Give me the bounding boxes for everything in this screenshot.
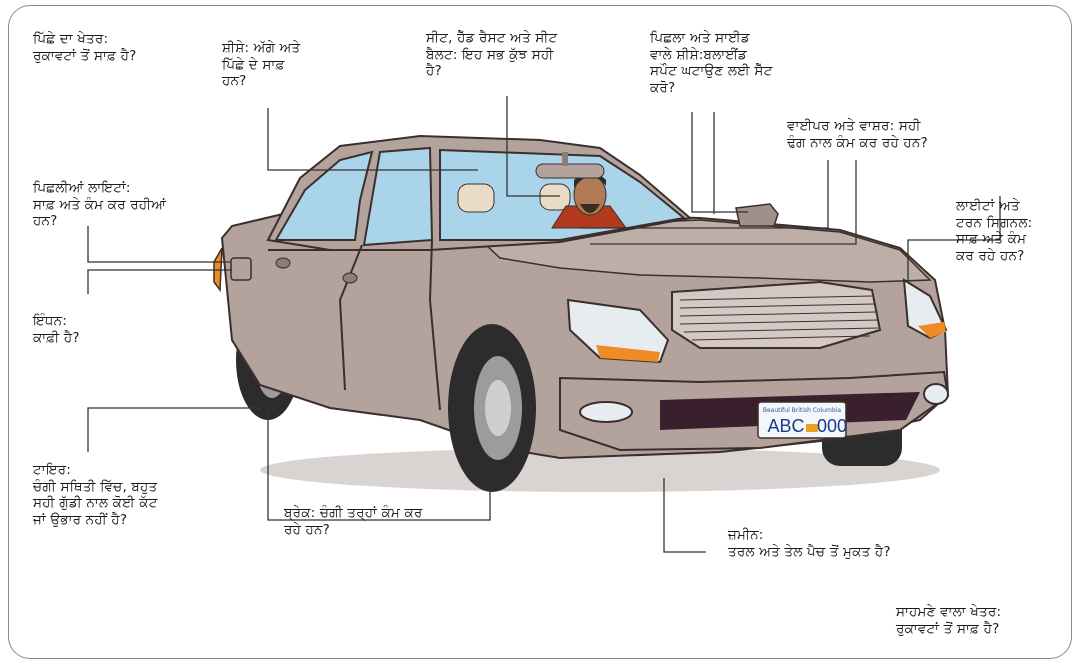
- label-wipers: ਵਾਈਪਰ ਅਤੇ ਵਾਸ਼ਰ: ਸਹੀ ਢੰਗ ਨਾਲ ਕੰਮ ਕਰ ਰਹੇ …: [787, 118, 928, 151]
- headlight-left: [566, 298, 670, 364]
- door-handle: [275, 257, 291, 269]
- plate-number: ABC: [767, 416, 804, 436]
- label-brakes: ਬ੍ਰੇਕ: ਚੰਗੀ ਤਰ੍ਹਾਂ ਕੰਮ ਕਰ ਰਹੇ ਹਨ?: [284, 505, 422, 538]
- headrest: [457, 183, 495, 213]
- rearview-mirror: [535, 163, 605, 179]
- label-line: ਸਪੌਟ ਘਟਾਉਣ ਲਈ ਸੈੱਟ: [650, 63, 773, 79]
- label-line: ਸ਼ੀਸ਼ੇ: ਅੱਗੇ ਅਤੇ: [222, 40, 301, 56]
- label-front-area: ਸਾਹਮਣੇ ਵਾਲਾ ਖੇਤਰ: ਰੁਕਾਵਟਾਂ ਤੋਂ ਸਾਫ਼ ਹੈ?: [896, 604, 1001, 637]
- label-fuel: ਇੰਧਨ: ਕਾਫ਼ੀ ਹੈ?: [33, 313, 80, 346]
- label-line: ਟਾਇਰ:: [33, 462, 71, 478]
- label-line: ਜ਼ਮੀਨ:: [728, 527, 764, 543]
- label-line: ਸੀਟ, ਹੈੱਡ ਰੈਸਟ ਅਤੇ ਸੀਟ: [426, 30, 558, 46]
- headlight-right: [902, 278, 948, 340]
- label-windows: ਸ਼ੀਸ਼ੇ: ਅੱਗੇ ਅਤੇ ਪਿੱਛੇ ਦੇ ਸਾਫ਼ ਹਨ?: [222, 40, 300, 90]
- fog-light: [923, 383, 949, 405]
- label-line: ਸਾਫ਼ ਅਤੇ ਕੰਮ: [956, 231, 1027, 247]
- label-line: ਇੰਧਨ:: [33, 313, 68, 329]
- label-line: ਰੁਕਾਵਟਾਂ ਤੋਂ ਸਾਫ਼ ਹੈ?: [33, 47, 137, 64]
- label-ground: ਜ਼ਮੀਨ: ਤਰਲ ਅਤੇ ਤੇਲ ਪੈਚ ਤੋਂ ਮੁਕਤ ਹੈ?: [728, 527, 891, 560]
- label-line: ਵਾਲੇ ਸ਼ੀਸ਼ੇ:ਬਲਾਈਂਡ: [650, 46, 748, 63]
- label-line: ਬੈਲਟ: ਇਹ ਸਭ ਕੁੱਝ ਸਹੀ: [426, 46, 554, 63]
- label-line: ਲਾਈਟਾਂ ਅਤੇ: [956, 198, 1020, 214]
- label-line: ਟਰਨ ਸਿਗਨਲ:: [956, 214, 1033, 231]
- rear-side-window: [274, 150, 374, 241]
- label-tires: ਟਾਇਰ: ਚੰਗੀ ਸਥਿਤੀ ਵਿੱਚ, ਬਹੁਤ ਸਹੀ ਗੁੱਡੀ ਨਾ…: [33, 462, 158, 528]
- plate-emblem: [806, 424, 818, 432]
- label-line: ਢੰਗ ਨਾਲ ਕੰਮ ਕਰ ਰਹੇ ਹਨ?: [787, 134, 928, 151]
- label-line: ਕਰ ਰਹੇ ਹਨ?: [956, 247, 1025, 264]
- side-mirror: [735, 203, 779, 227]
- label-line: ਚੰਗੀ ਸਥਿਤੀ ਵਿੱਚ, ਬਹੁਤ: [33, 478, 158, 495]
- label-line: ਰਹੇ ਹਨ?: [284, 521, 331, 538]
- label-rear-area: ਪਿੱਛੇ ਦਾ ਖੇਤਰ: ਰੁਕਾਵਟਾਂ ਤੋਂ ਸਾਫ਼ ਹੈ?: [33, 31, 136, 64]
- label-line: ਪਿੱਛੇ ਦਾ ਖੇਤਰ:: [33, 31, 109, 47]
- fuel-door: [230, 257, 252, 281]
- rear-light: [213, 247, 223, 293]
- label-line: ਹਨ?: [33, 213, 58, 229]
- leader-lines: [87, 96, 1001, 553]
- label-line: ਸਹੀ ਗੁੱਡੀ ਨਾਲ ਕੋਈ ਕੱਟ: [33, 495, 158, 511]
- label-line: ਜਾਂ ਉਭਾਰ ਨਹੀਂ ਹੈ?: [33, 511, 128, 528]
- plate-number-end: 000: [817, 416, 847, 436]
- label-line: ਸਾਫ਼ ਅਤੇ ਕੰਮ ਕਰ ਰਹੀਆਂ: [33, 196, 167, 213]
- label-line: ਪਿਛਲਾ ਅਤੇ ਸਾਈਡ: [650, 30, 750, 46]
- label-line: ਬ੍ਰੇਕ: ਚੰਗੀ ਤਰ੍ਹਾਂ ਕੰਮ ਕਰ: [284, 505, 423, 521]
- label-line: ਸਾਹਮਣੇ ਵਾਲਾ ਖੇਤਰ:: [896, 604, 1002, 620]
- label-rear-lights: ਪਿਛਲੀਆਂ ਲਾਇਟਾਂ: ਸਾਫ਼ ਅਤੇ ਕੰਮ ਕਰ ਰਹੀਆਂ ਹਨ…: [33, 180, 166, 230]
- label-seat: ਸੀਟ, ਹੈੱਡ ਰੈਸਟ ਅਤੇ ਸੀਟ ਬੈਲਟ: ਇਹ ਸਭ ਕੁੱਝ …: [426, 30, 557, 80]
- label-line: ਕਾਫ਼ੀ ਹੈ?: [33, 329, 80, 346]
- grille: [671, 280, 882, 349]
- label-line: ਵਾਈਪਰ ਅਤੇ ਵਾਸ਼ਰ: ਸਹੀ: [787, 118, 921, 134]
- label-line: ਕਰੋ?: [650, 79, 676, 96]
- door-lines: [268, 239, 441, 411]
- label-line: ਪਿਛਲੀਆਂ ਲਾਇਟਾਂ:: [33, 180, 131, 196]
- label-line: ਤਰਲ ਅਤੇ ਤੇਲ ਪੈਚ ਤੋਂ ਮੁਕਤ ਹੈ?: [728, 543, 891, 560]
- label-line: ਹੈ?: [426, 63, 442, 79]
- front-left-wheel: [448, 324, 536, 492]
- label-line: ਪਿੱਛੇ ਦੇ ਸਾਫ਼: [222, 56, 285, 73]
- label-line: ਹਨ?: [222, 73, 247, 89]
- headrest: [539, 183, 571, 211]
- label-line: ਰੁਕਾਵਟਾਂ ਤੋਂ ਸਾਫ਼ ਹੈ?: [896, 620, 1000, 637]
- car-shadow: [260, 448, 940, 492]
- mirror-stem: [562, 152, 568, 166]
- fog-light: [579, 401, 633, 423]
- label-lights: ਲਾਈਟਾਂ ਅਤੇ ਟਰਨ ਸਿਗਨਲ: ਸਾਫ਼ ਅਤੇ ਕੰਮ ਕਰ ਰਹ…: [956, 198, 1032, 264]
- license-plate: Beautiful British Columbia ABC 000: [757, 401, 847, 439]
- door-handle: [342, 272, 358, 284]
- driver: [551, 172, 627, 229]
- label-mirrors: ਪਿਛਲਾ ਅਤੇ ਸਾਈਡ ਵਾਲੇ ਸ਼ੀਸ਼ੇ:ਬਲਾਈਂਡ ਸਪੌਟ ਘ…: [650, 30, 772, 96]
- plate-region: Beautiful British Columbia: [763, 407, 842, 414]
